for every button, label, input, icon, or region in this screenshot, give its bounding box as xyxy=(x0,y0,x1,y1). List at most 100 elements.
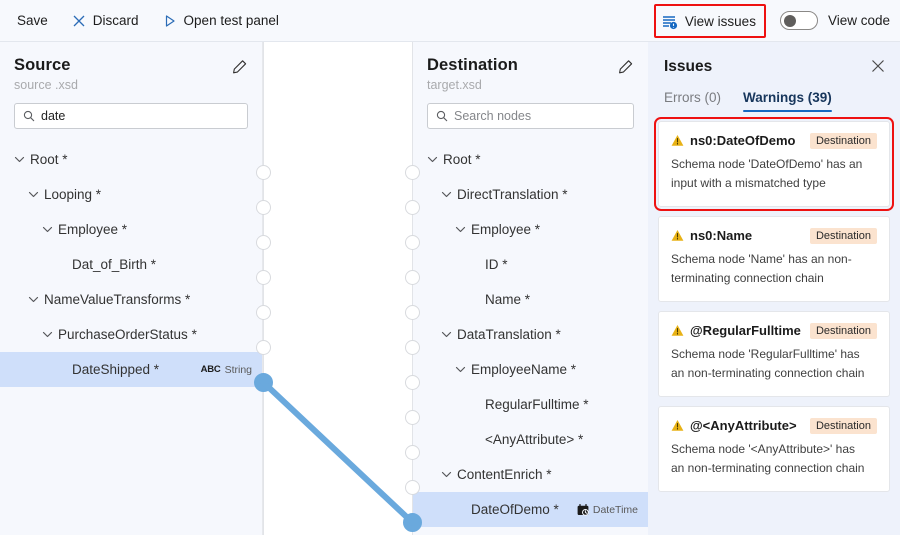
tree-node-row[interactable]: Root * xyxy=(0,142,262,177)
connector-handle[interactable] xyxy=(405,235,420,250)
destination-connector-rail xyxy=(412,42,413,535)
source-search-box[interactable] xyxy=(14,103,248,129)
tree-node-row[interactable]: PurchaseOrderStatus * xyxy=(0,317,262,352)
issue-card-title-text: @RegularFulltime xyxy=(690,322,801,338)
tree-node-label: <AnyAttribute> * xyxy=(485,432,584,447)
tree-node-row[interactable]: Root * xyxy=(413,142,648,177)
close-icon[interactable] xyxy=(868,56,888,76)
issue-scope-badge: Destination xyxy=(809,227,877,244)
connector-handle[interactable] xyxy=(405,305,420,320)
discard-button[interactable]: Discard xyxy=(63,6,148,36)
connector-handle[interactable] xyxy=(256,305,271,320)
tree-node-label: DateShipped * xyxy=(72,362,160,377)
view-code-toggle[interactable] xyxy=(779,11,818,30)
close-x-icon xyxy=(72,14,86,28)
tree-node-row[interactable]: RegularFulltime * xyxy=(413,387,648,422)
issues-panel: Issues Errors (0) Warnings (39) ns0:DateO… xyxy=(648,42,900,535)
tree-node-row[interactable]: ID * xyxy=(413,247,648,282)
connector-handle[interactable] xyxy=(256,200,271,215)
destination-search-input[interactable] xyxy=(454,109,625,123)
connector-handle[interactable] xyxy=(256,235,271,250)
connector-handle[interactable] xyxy=(256,340,271,355)
chevron-down-icon[interactable] xyxy=(28,189,41,200)
open-test-panel-button[interactable]: Open test panel xyxy=(154,6,288,36)
connector-handle[interactable] xyxy=(405,165,420,180)
connector-handle[interactable] xyxy=(405,340,420,355)
tree-node-row[interactable]: ContentEnrich * xyxy=(413,457,648,492)
tree-node-label: Looping * xyxy=(44,187,102,202)
tree-node-label: Employee * xyxy=(58,222,128,237)
connector-handle[interactable] xyxy=(256,165,271,180)
destination-panel-header: Destination target.xsd xyxy=(413,42,648,92)
source-panel-title: Source xyxy=(14,56,71,74)
node-type-label: DateTime xyxy=(592,503,638,516)
tree-node-row[interactable]: DataTranslation * xyxy=(413,317,648,352)
view-issues-label: View issues xyxy=(684,14,756,29)
tree-node-label: ID * xyxy=(485,257,508,272)
chevron-down-icon[interactable] xyxy=(28,294,41,305)
node-type-label: String xyxy=(224,363,252,376)
chevron-down-icon[interactable] xyxy=(42,329,55,340)
play-triangle-icon xyxy=(163,14,177,28)
tree-node-row[interactable]: <AnyAttribute> * xyxy=(413,422,648,457)
source-search-input[interactable] xyxy=(41,109,239,123)
connector-handle[interactable] xyxy=(405,410,420,425)
tree-node-row[interactable]: NameValueTransforms * xyxy=(0,282,262,317)
issues-panel-header: Issues xyxy=(648,42,900,76)
connection-line-dateshipped-to-dateofdemo[interactable] xyxy=(260,379,416,526)
connector-handle[interactable] xyxy=(256,270,271,285)
connector-handle[interactable] xyxy=(405,375,420,390)
view-code-label: View code xyxy=(827,13,890,28)
tree-node-row[interactable]: DirectTranslation * xyxy=(413,177,648,212)
tree-node-row[interactable]: Employee * xyxy=(413,212,648,247)
tree-node-label: ContentEnrich * xyxy=(457,467,552,482)
issue-card-title: ns0:DateOfDemo xyxy=(671,133,795,148)
pencil-icon[interactable] xyxy=(228,56,250,78)
pencil-icon[interactable] xyxy=(614,56,636,78)
chevron-down-icon[interactable] xyxy=(14,154,27,165)
connector-handle[interactable] xyxy=(254,373,273,392)
tree-node-label: DirectTranslation * xyxy=(457,187,568,202)
tree-node-row[interactable]: Name * xyxy=(413,282,648,317)
connector-handle[interactable] xyxy=(405,270,420,285)
toggle-knob xyxy=(783,14,796,27)
connector-handle[interactable] xyxy=(405,480,420,495)
tree-node-row[interactable]: Looping * xyxy=(0,177,262,212)
issues-tab[interactable]: Errors (0) xyxy=(664,90,721,105)
connector-handle[interactable] xyxy=(403,513,422,532)
tree-node-row[interactable]: EmployeeName * xyxy=(413,352,648,387)
tree-node-row[interactable]: DateOfDemo *DateTime xyxy=(413,492,648,527)
destination-search-box[interactable] xyxy=(427,103,634,129)
issue-card-title-text: ns0:Name xyxy=(690,227,753,243)
connector-handle[interactable] xyxy=(405,445,420,460)
issues-tab[interactable]: Warnings (39) xyxy=(743,90,832,112)
tree-node-label: PurchaseOrderStatus * xyxy=(58,327,197,342)
chevron-down-icon[interactable] xyxy=(455,224,468,235)
chevron-down-icon[interactable] xyxy=(42,224,55,235)
destination-tree: Root * DirectTranslation * Employee * ID * N… xyxy=(413,142,648,527)
destination-panel-title: Destination xyxy=(427,56,518,74)
toolbar-right-group: View issues View code xyxy=(653,3,900,38)
tree-node-row[interactable]: Dat_of_Birth * xyxy=(0,247,262,282)
abc-string-icon: ABC xyxy=(200,364,221,375)
chevron-down-icon[interactable] xyxy=(441,189,454,200)
connector-handle[interactable] xyxy=(405,200,420,215)
chevron-down-icon[interactable] xyxy=(441,329,454,340)
tree-node-label: NameValueTransforms * xyxy=(44,292,191,307)
save-button[interactable]: Save xyxy=(8,6,57,36)
issue-card-title: @<AnyAttribute> xyxy=(671,418,797,433)
chevron-down-icon[interactable] xyxy=(455,364,468,375)
view-issues-button[interactable]: View issues xyxy=(662,8,756,36)
chevron-down-icon[interactable] xyxy=(427,154,440,165)
chevron-down-icon[interactable] xyxy=(441,469,454,480)
source-tree: Root * Looping * Employee * Dat_of_Birth * N… xyxy=(0,142,262,387)
tree-node-row[interactable]: Employee * xyxy=(0,212,262,247)
issue-card-title: ns0:Name xyxy=(671,228,752,243)
